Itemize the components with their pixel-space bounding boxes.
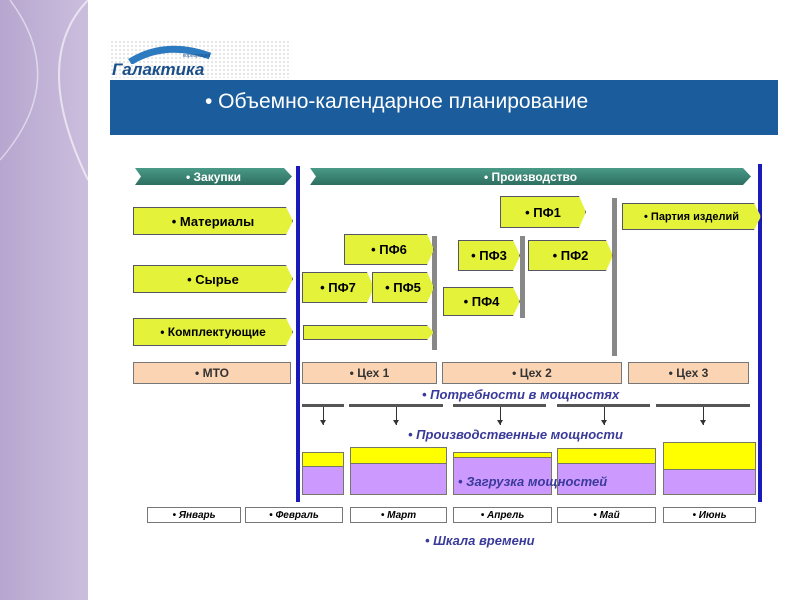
side-panel xyxy=(0,0,89,600)
label-load: • Загрузка мощностей xyxy=(458,474,608,489)
divider-left xyxy=(296,166,300,502)
input-materials: • Материалы xyxy=(133,207,293,235)
pf5: • ПФ5 xyxy=(372,272,434,303)
free-capacity-bar xyxy=(663,442,756,470)
workshop-3: • Цех 3 xyxy=(628,362,749,384)
page-title: • Объемно-календарное планирование xyxy=(205,90,589,113)
divider-right xyxy=(758,164,762,502)
banner-purchases: • Закупки xyxy=(135,168,292,185)
needs-line xyxy=(349,404,443,407)
month-january: • Январь xyxy=(147,507,241,523)
month-april: • Апрель xyxy=(453,507,552,523)
components-bar xyxy=(303,325,434,340)
needs-line xyxy=(302,404,344,407)
stage-bar xyxy=(520,236,525,318)
product-batch: • Партия изделий xyxy=(622,203,761,230)
needs-line xyxy=(656,404,750,407)
load-bar xyxy=(302,466,344,495)
label-timescale: • Шкала времени xyxy=(425,533,535,548)
pf6: • ПФ6 xyxy=(344,234,434,265)
load-bar xyxy=(557,463,656,495)
free-capacity-bar xyxy=(557,448,656,464)
free-capacity-bar xyxy=(350,447,447,464)
logo: Галактика xyxy=(112,60,205,79)
arrow-down-icon xyxy=(700,407,706,425)
month-may: • Май xyxy=(557,507,656,523)
workshop-mto: • МТО xyxy=(133,362,291,384)
month-february: • Февраль xyxy=(245,507,343,523)
pf3: • ПФ3 xyxy=(458,240,520,271)
logo-arc xyxy=(128,45,212,64)
pf1: • ПФ1 xyxy=(500,196,586,228)
input-raw: • Сырье xyxy=(133,265,293,293)
month-march: • Март xyxy=(350,507,447,523)
label-needs: • Потребности в мощностях xyxy=(422,387,620,402)
banner-production: • Производство xyxy=(310,168,751,185)
workshop-2: • Цех 2 xyxy=(442,362,622,384)
needs-line xyxy=(557,404,650,407)
arrow-down-icon xyxy=(320,407,326,425)
workshop-1: • Цех 1 xyxy=(302,362,437,384)
pf7: • ПФ7 xyxy=(302,272,374,303)
load-bar xyxy=(663,469,756,495)
free-capacity-bar xyxy=(302,452,344,467)
arrow-down-icon xyxy=(393,407,399,425)
input-components: • Комплектующие xyxy=(133,318,293,346)
load-bar xyxy=(350,463,447,495)
pf4: • ПФ4 xyxy=(443,287,520,316)
decorative-curves xyxy=(0,0,89,181)
pf2: • ПФ2 xyxy=(528,240,613,271)
month-june: • Июнь xyxy=(663,507,756,523)
stage-bar xyxy=(432,236,437,350)
load-bar xyxy=(453,457,552,495)
title-bar xyxy=(110,80,778,135)
logo-sub: корпорация xyxy=(183,53,211,59)
label-capacity: • Производственные мощности xyxy=(408,427,623,442)
arrow-down-icon xyxy=(497,407,503,425)
stage-bar xyxy=(612,198,617,356)
arrow-down-icon xyxy=(601,407,607,425)
needs-line xyxy=(453,404,546,407)
